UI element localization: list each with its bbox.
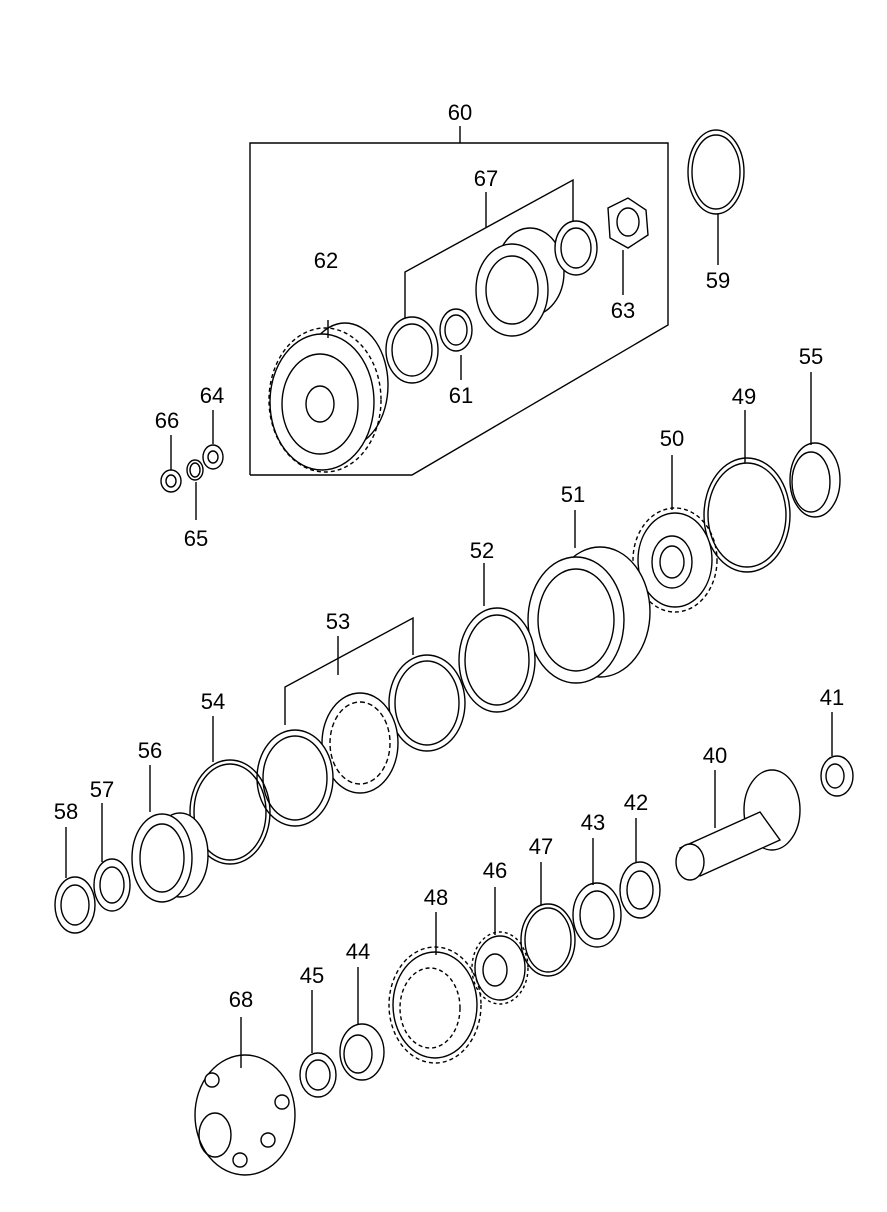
part-65-ring [186, 459, 204, 520]
part-53-bearing [321, 692, 399, 794]
label-41: 41 [820, 685, 844, 710]
part-labels: 60 67 62 63 61 59 64 66 65 55 49 50 51 5… [54, 100, 844, 1012]
part-67-bearing-ring-right [554, 220, 598, 276]
part-42-bearing [619, 818, 661, 919]
part-61-bushing [439, 308, 473, 380]
part-41-washer [820, 712, 854, 797]
part-64-washer [202, 410, 224, 470]
label-55: 55 [799, 344, 823, 369]
label-58: 58 [54, 799, 78, 824]
part-62-helical-gear [268, 320, 389, 473]
label-59: 59 [706, 268, 730, 293]
part-58-washer [54, 827, 96, 934]
part-67-bearing-ring-left [385, 316, 439, 384]
part-52-plate [458, 563, 536, 713]
part-55-bearing [789, 372, 841, 518]
label-44: 44 [346, 939, 370, 964]
part-47-snap-ring [520, 862, 576, 977]
part-51-drum [527, 510, 651, 684]
label-57: 57 [90, 777, 114, 802]
label-42: 42 [624, 790, 648, 815]
label-56: 56 [138, 738, 162, 763]
label-45: 45 [300, 963, 324, 988]
part-63-nut [607, 197, 649, 295]
part-44-bearing [339, 967, 385, 1081]
label-68: 68 [229, 987, 253, 1012]
part-66-washer [160, 435, 182, 493]
label-60: 60 [448, 100, 472, 125]
part-54-snap-ring [189, 716, 271, 865]
label-67: 67 [474, 166, 498, 191]
label-54: 54 [201, 689, 225, 714]
bracket-67 [404, 178, 574, 318]
label-63: 63 [611, 298, 635, 323]
label-48: 48 [424, 885, 448, 910]
part-67-clutch-hub [475, 227, 565, 337]
part-56-bearing-cup [131, 765, 209, 903]
part-46-gear [471, 887, 529, 1005]
label-61: 61 [449, 383, 473, 408]
label-49: 49 [732, 384, 756, 409]
part-53-ring-left [256, 729, 334, 827]
label-51: 51 [561, 482, 585, 507]
label-43: 43 [581, 810, 605, 835]
label-53: 53 [326, 609, 350, 634]
label-66: 66 [155, 408, 179, 433]
part-48-gear [388, 912, 482, 1064]
label-40: 40 [703, 743, 727, 768]
part-49-snap-ring [703, 410, 791, 573]
label-62: 62 [314, 248, 338, 273]
part-40-shaft [675, 769, 801, 881]
bracket-53 [284, 616, 414, 725]
label-46: 46 [483, 858, 507, 883]
part-68-planet-carrier [194, 1017, 296, 1176]
part-45-washer [299, 990, 337, 1098]
part-50-gear [632, 455, 718, 613]
label-65: 65 [184, 526, 208, 551]
label-50: 50 [660, 426, 684, 451]
part-43-plate [572, 838, 622, 948]
label-47: 47 [529, 834, 553, 859]
part-57-bearing [93, 803, 131, 912]
part-59-snap-ring [687, 129, 745, 265]
label-64: 64 [200, 383, 224, 408]
part-53-ring-right [388, 654, 466, 752]
assembly-60-frame [249, 126, 669, 476]
label-52: 52 [470, 538, 494, 563]
